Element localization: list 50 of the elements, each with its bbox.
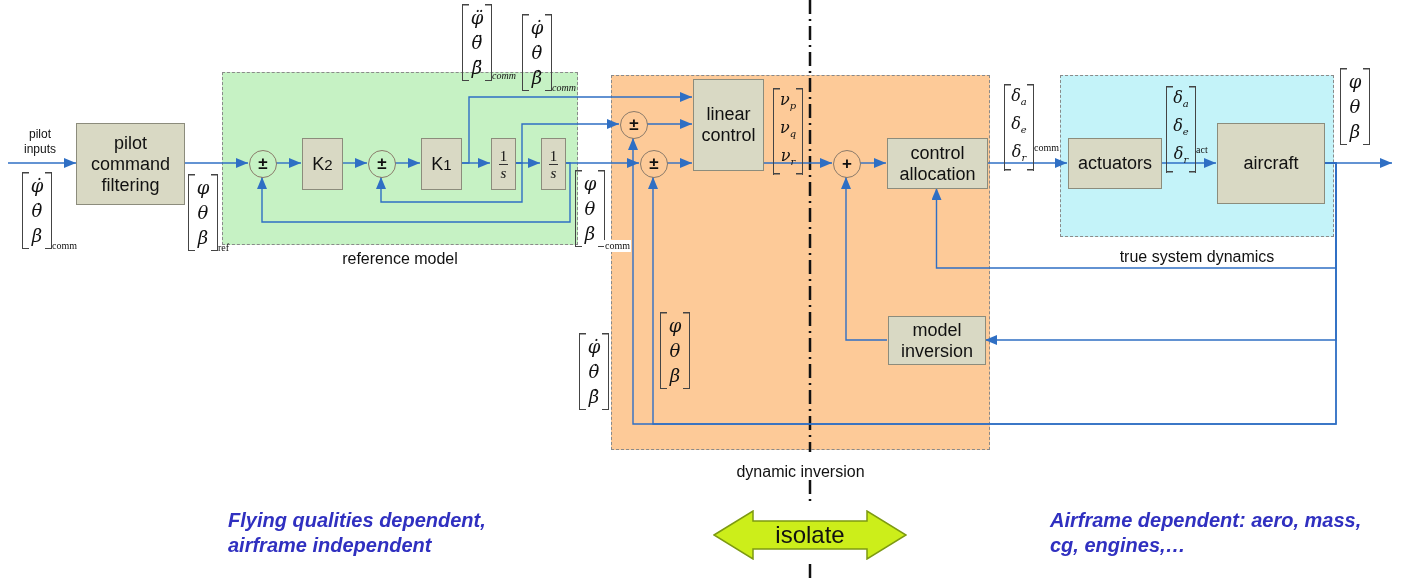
signal-arrow xyxy=(460,92,693,164)
state-vector: φ θ β xyxy=(188,174,218,251)
double-arrow: isolate xyxy=(713,510,907,560)
signal-arrow xyxy=(514,119,620,164)
signal-arrow xyxy=(646,119,693,129)
signal-arrow xyxy=(7,158,77,168)
state-vector: φ̇ θ̇ β̇ xyxy=(579,333,609,410)
denominator: s xyxy=(548,163,559,181)
state-vector: φ̇ θ̇ β̇ xyxy=(522,14,552,91)
signal-arrow xyxy=(184,158,249,168)
process-block: actuators xyxy=(1068,138,1162,189)
state-vector: φ θ β xyxy=(660,312,690,389)
state-vector: φ̈ θ̈ β̈ xyxy=(462,4,492,81)
state-vector: ν$_{p}$ ν$_{q}$ ν$_{r}$ xyxy=(773,88,803,175)
subscript-label: comm xyxy=(492,70,516,82)
signal-arrow xyxy=(859,158,887,168)
region-label: dynamic inversion xyxy=(735,463,866,481)
subscript-label: comm xyxy=(52,240,77,252)
integrator-block xyxy=(541,138,566,190)
signal-arrow xyxy=(257,162,571,223)
process-block: linear control xyxy=(693,79,764,171)
denominator: s xyxy=(498,163,509,181)
subscript-label: comm xyxy=(604,240,631,252)
process-block: pilot command filtering xyxy=(76,123,185,205)
signal-arrow xyxy=(394,158,421,168)
note-text: Airframe dependent: aero, mass, cg, engines,… xyxy=(1050,508,1363,558)
integrator-block xyxy=(491,138,516,190)
subscript-label: act xyxy=(1196,144,1208,156)
subscript-label: comm xyxy=(1034,142,1059,154)
signal-arrow xyxy=(666,158,693,168)
note-text: Flying qualities dependent, airframe independent xyxy=(228,508,487,558)
signal-arrow xyxy=(275,158,302,168)
region-label: true system dynamics xyxy=(1118,248,1276,266)
region-label: reference model xyxy=(341,250,459,268)
state-vector: δ$_{a}$ δ$_{e}$ δ$_{r}$ xyxy=(1166,86,1196,173)
subscript-label: comm xyxy=(552,82,576,94)
process-block: control allocation xyxy=(887,138,988,189)
state-vector: δ$_{a}$ δ$_{e}$ δ$_{r}$ xyxy=(1004,84,1034,171)
state-vector: φ̇ θ̇ β xyxy=(22,172,52,249)
numerator: 1 xyxy=(548,147,559,164)
numerator: 1 xyxy=(498,147,509,164)
signal-arrow xyxy=(841,176,888,341)
process-block: aircraft xyxy=(1217,123,1325,204)
subscript-label: ref xyxy=(218,242,230,254)
signal-arrow xyxy=(341,158,368,168)
signal-arrow xyxy=(376,162,523,203)
state-vector: φ θ β xyxy=(575,170,605,247)
signal-arrow xyxy=(564,158,640,168)
process-block: model inversion xyxy=(888,316,986,365)
state-vector: φ θ β xyxy=(1340,68,1370,145)
